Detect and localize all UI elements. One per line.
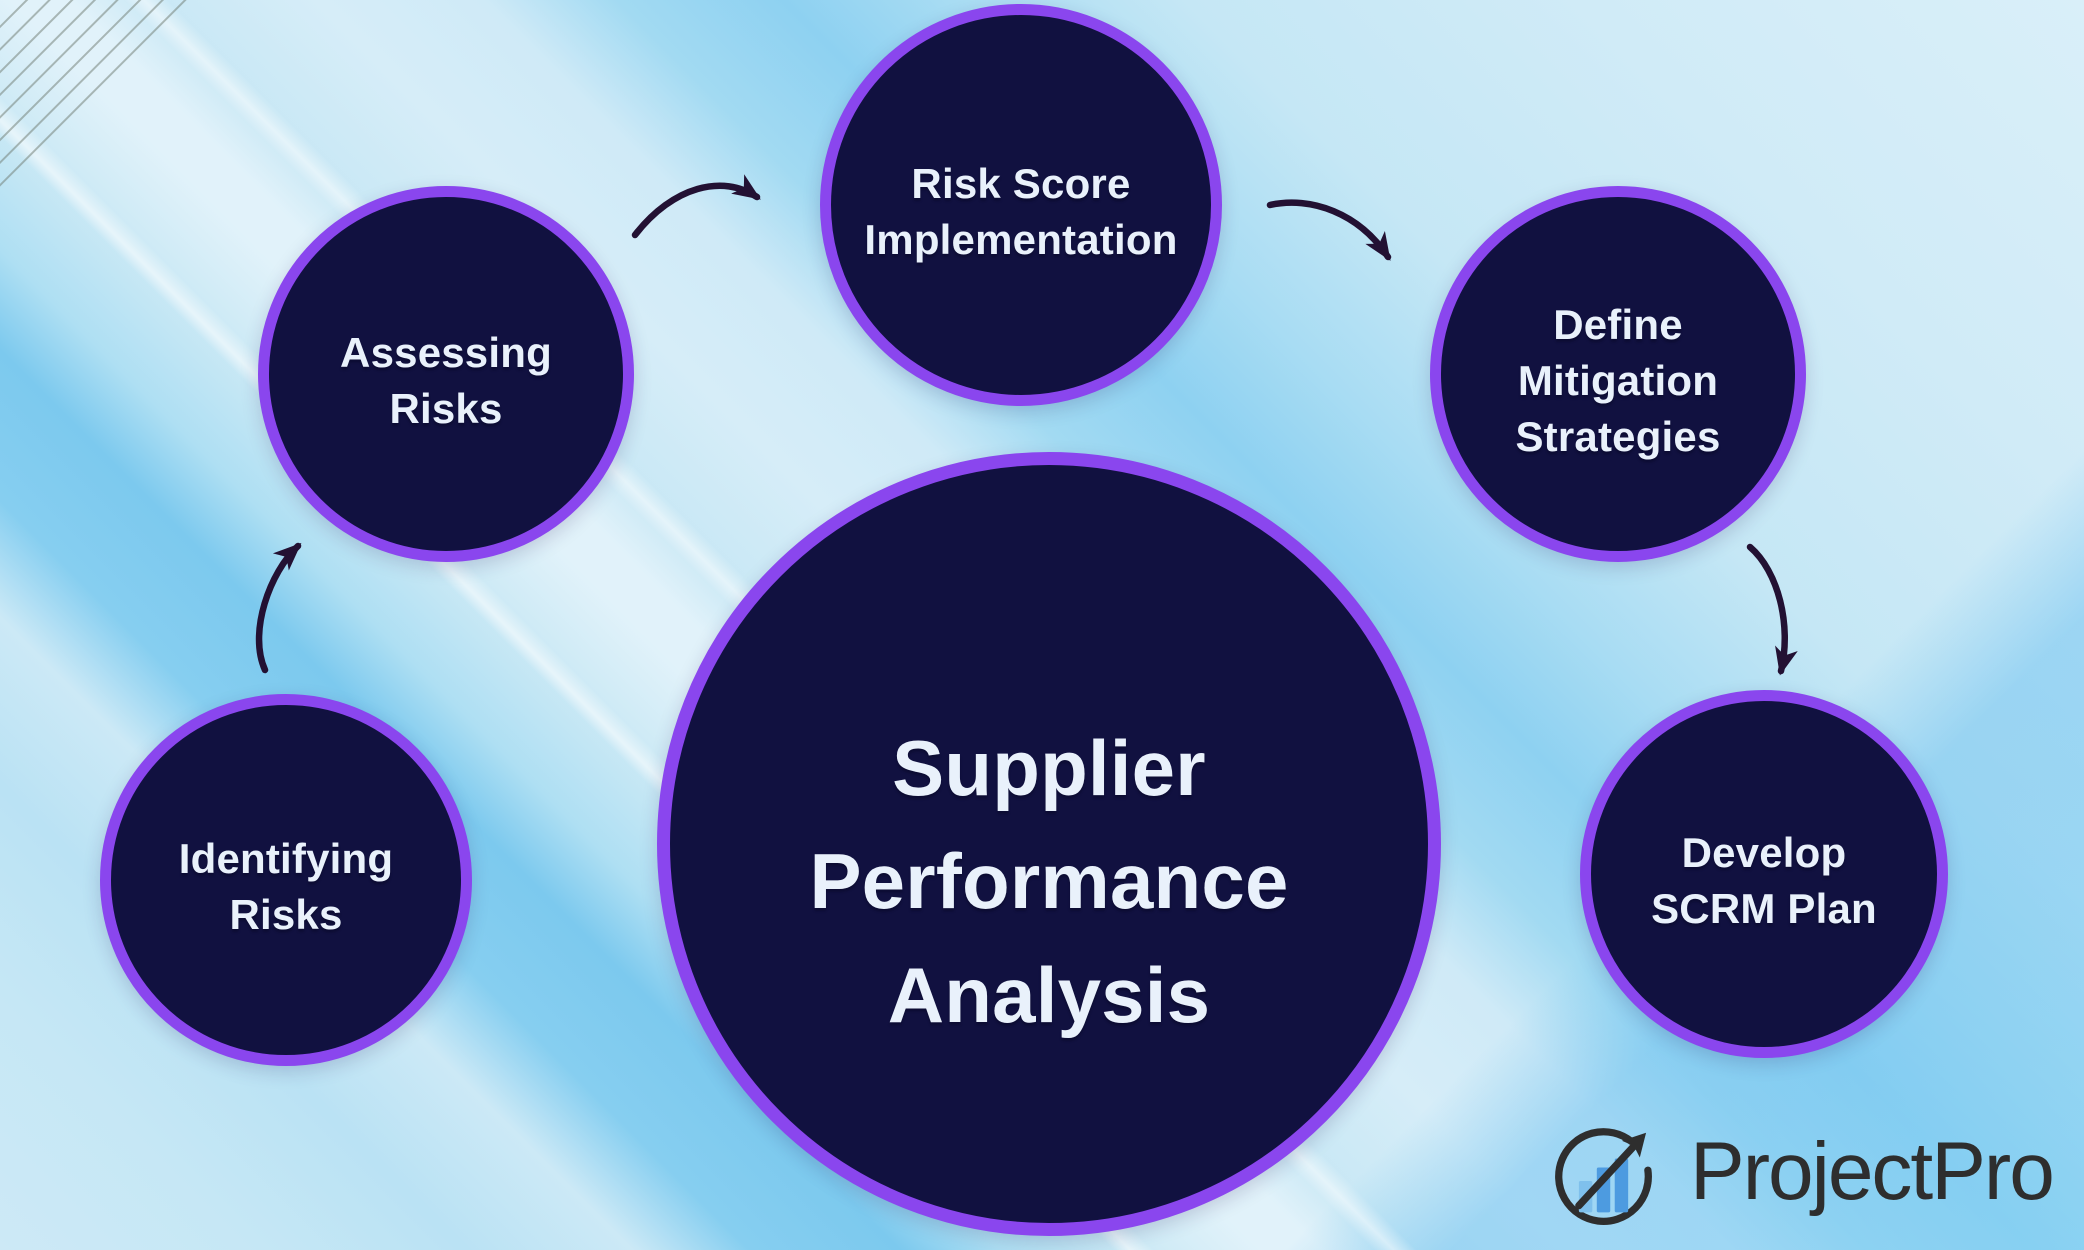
node-supplier-performance-analysis-label: Supplier Performance Analysis bbox=[809, 724, 1289, 1039]
projectpro-logo: ProjectPro bbox=[1552, 1112, 2055, 1232]
arrow-define-to-develop-icon bbox=[1746, 543, 1798, 676]
node-assessing-risks-label: Assessing Risks bbox=[340, 329, 552, 432]
decoration-square bbox=[0, 0, 165, 165]
node-identifying-risks-label: Identifying Risks bbox=[178, 835, 394, 938]
projectpro-logo-text: ProjectPro bbox=[1690, 1126, 2055, 1217]
node-risk-score-implementation-label: Risk Score Implementation bbox=[864, 160, 1178, 263]
node-risk-score-implementation: Risk Score Implementation bbox=[820, 4, 1222, 406]
decoration-square bbox=[0, 0, 187, 187]
node-identifying-risks: Identifying Risks bbox=[100, 694, 472, 1066]
decoration-square bbox=[0, 0, 97, 97]
arrow-identifying-to-assessing-icon bbox=[255, 542, 302, 674]
node-develop-scrm-plan: Develop SCRM Plan bbox=[1580, 690, 1948, 1058]
node-develop-scrm-plan-label: Develop SCRM Plan bbox=[1651, 829, 1877, 932]
node-define-mitigation-strategies: Define Mitigation Strategies bbox=[1430, 186, 1806, 562]
corner-squares-decoration bbox=[0, 0, 320, 320]
decoration-square bbox=[0, 0, 142, 142]
decoration-square bbox=[0, 0, 119, 119]
node-define-mitigation-strategies-label: Define Mitigation Strategies bbox=[1515, 301, 1721, 460]
decoration-square bbox=[0, 0, 74, 74]
node-assessing-risks: Assessing Risks bbox=[258, 186, 634, 562]
decoration-square bbox=[0, 0, 29, 29]
arrow-assessing-to-riskscore-icon bbox=[631, 174, 761, 239]
projectpro-logo-icon bbox=[1555, 1128, 1652, 1225]
decoration-square bbox=[0, 0, 51, 51]
node-supplier-performance-analysis: Supplier Performance Analysis bbox=[657, 452, 1441, 1236]
arrow-riskscore-to-define-icon bbox=[1266, 199, 1392, 261]
